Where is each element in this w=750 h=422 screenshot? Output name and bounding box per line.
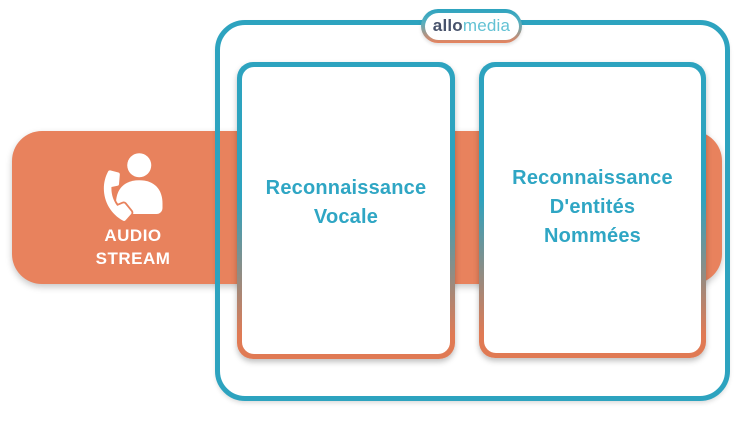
audio-stream-label-line1: AUDIO: [104, 226, 162, 245]
module-title-reconnaissance-vocale: Reconnaissance Vocale: [266, 174, 427, 232]
phone-handset: [102, 168, 134, 223]
audio-stream-label-line2: STREAM: [95, 249, 171, 268]
module-title-entites-nommees: Reconnaissance D'entités Nommées: [512, 164, 673, 251]
module-reconnaissance-entites-nommees: Reconnaissance D'entités Nommées: [479, 62, 706, 358]
module-title-line: Nommées: [544, 224, 641, 247]
audio-stream-label: AUDIO STREAM: [43, 224, 223, 270]
logo-text-media: media: [462, 16, 511, 35]
module-reconnaissance-entites-nommees-inner: Reconnaissance D'entités Nommées: [484, 67, 701, 353]
module-title-line: Reconnaissance: [265, 176, 427, 199]
module-title-line: Reconnaissance: [512, 166, 673, 189]
module-reconnaissance-vocale: Reconnaissance Vocale: [237, 62, 455, 359]
module-title-line: Vocale: [313, 205, 379, 228]
person-head: [127, 153, 152, 178]
module-title-line: D'entités: [549, 195, 636, 218]
logo-text-allo: allo: [432, 16, 463, 35]
person-on-phone-icon: [102, 153, 163, 223]
module-reconnaissance-vocale-inner: Reconnaissance Vocale: [242, 67, 450, 354]
